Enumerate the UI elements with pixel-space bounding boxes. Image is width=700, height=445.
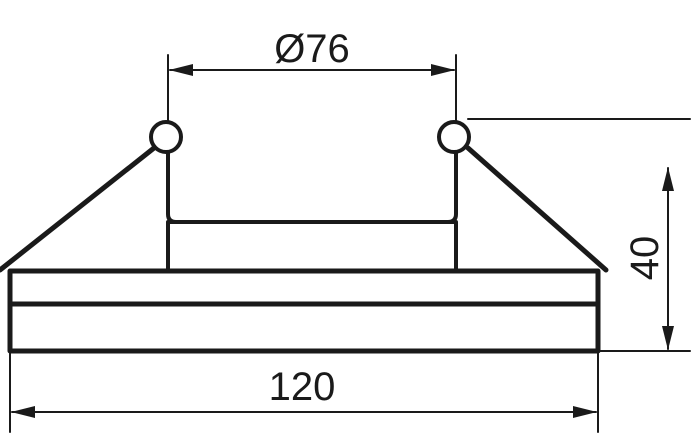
top-diameter-label: Ø76 [274,27,350,71]
right-pivot-circle [437,120,471,154]
bottom-width-label: 120 [269,365,336,409]
cup-band [166,220,458,273]
left-pivot-circle [149,120,183,154]
left-spring-clip [0,145,157,273]
right-spring-clip [465,145,609,273]
cup-inner-profile [166,144,458,224]
right-height-label: 40 [623,236,667,281]
base-plate [7,268,601,354]
